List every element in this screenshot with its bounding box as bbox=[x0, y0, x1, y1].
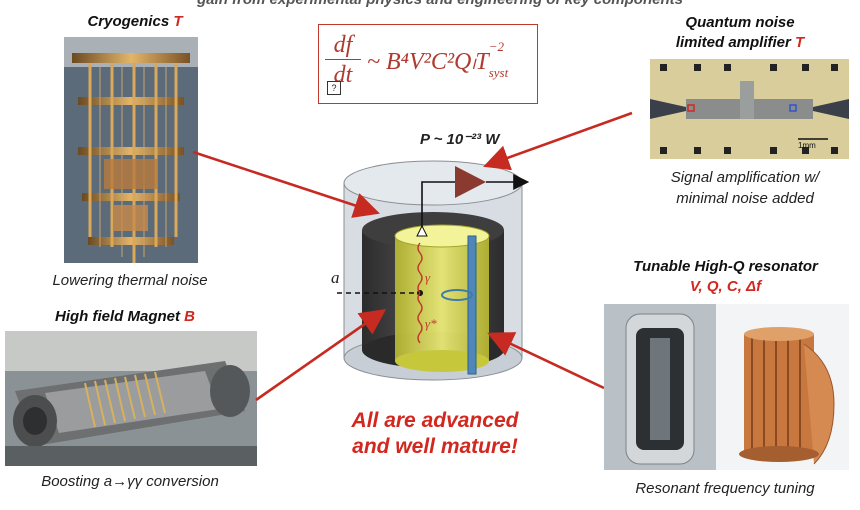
cryogenics-symbol: T bbox=[173, 13, 183, 30]
resonator-params: V, Q, C, Δf bbox=[689, 278, 762, 295]
chip-scale-label: 1mm bbox=[798, 141, 816, 150]
amplifier-title: Quantum noise limited amplifier T bbox=[640, 13, 840, 53]
resonator-caption: Resonant frequency tuning bbox=[635, 480, 815, 497]
amplifier-symbol: T bbox=[795, 34, 805, 51]
amplifier-chip-illustration bbox=[650, 59, 849, 159]
signal-line bbox=[421, 181, 455, 236]
amplifier-title-line1: Quantum noise bbox=[685, 14, 795, 31]
resonator-title-text: Tunable High-Q resonator bbox=[633, 258, 818, 275]
virtual-photon-wave bbox=[417, 292, 423, 344]
arrow-resonator bbox=[487, 332, 605, 390]
conclusion-line2: and well mature! bbox=[352, 435, 518, 458]
conclusion-line1: All are advanced bbox=[351, 409, 519, 432]
formula-rhs-main: ~ B⁴V²C²QₗT bbox=[367, 49, 489, 75]
antenna-loop bbox=[441, 289, 473, 301]
magnet-photo bbox=[5, 331, 257, 466]
magnet-title-text: High field Magnet bbox=[54, 308, 180, 325]
tuning-rod bbox=[467, 235, 477, 375]
amplifier-chip-photo: 1mm bbox=[650, 59, 849, 159]
photon-wave bbox=[417, 242, 423, 294]
amplifier-caption: Signal amplification w/ minimal noise ad… bbox=[640, 167, 850, 209]
power-label: P ~ 10⁻²³ W bbox=[420, 131, 500, 148]
antenna-tip bbox=[416, 224, 428, 237]
photon-star-label: γ* bbox=[425, 316, 437, 331]
cryogenics-title-text: Cryogenics bbox=[87, 13, 170, 30]
photon-label: γ bbox=[425, 270, 431, 285]
top-banner: gain from experimental physics and engin… bbox=[60, 0, 820, 8]
formula-rhs-sub: syst bbox=[488, 65, 509, 80]
arrow-cryogenics bbox=[192, 150, 380, 218]
resonator-illustration bbox=[604, 304, 849, 470]
cryogenics-caption: Lowering thermal noise bbox=[52, 272, 208, 289]
arrow-amplifier bbox=[483, 111, 633, 171]
formula-numerator: df bbox=[325, 31, 361, 60]
amplifier-triangle-icon bbox=[455, 166, 486, 198]
magnet-caption: Boosting a→γγ conversion bbox=[41, 473, 219, 490]
formula-rhs: ~ B⁴V²C²QₗT−2 syst bbox=[367, 39, 508, 80]
resonator-title: Tunable High-Q resonator V, Q, C, Δf bbox=[598, 257, 853, 297]
cryogenics-title: Cryogenics T bbox=[55, 13, 215, 30]
formula-placeholder-icon: ? bbox=[327, 81, 341, 95]
axion-label: a bbox=[331, 268, 340, 287]
magnet-title: High field Magnet B bbox=[30, 308, 220, 325]
amplifier-caption-line2: minimal noise added bbox=[676, 190, 814, 207]
resonator-photo bbox=[604, 304, 849, 470]
dilution-fridge-illustration bbox=[64, 37, 198, 263]
formula-rhs-sup: −2 bbox=[488, 39, 504, 54]
amplifier-title-line2: limited amplifier bbox=[675, 34, 791, 51]
arrow-magnet bbox=[255, 309, 387, 402]
cryogenics-photo bbox=[64, 37, 198, 263]
magnet-symbol: B bbox=[184, 308, 195, 325]
amplifier-caption-line1: Signal amplification w/ bbox=[670, 169, 820, 186]
magnet-illustration bbox=[5, 331, 257, 466]
conclusion-text: All are advanced and well mature! bbox=[320, 408, 550, 460]
